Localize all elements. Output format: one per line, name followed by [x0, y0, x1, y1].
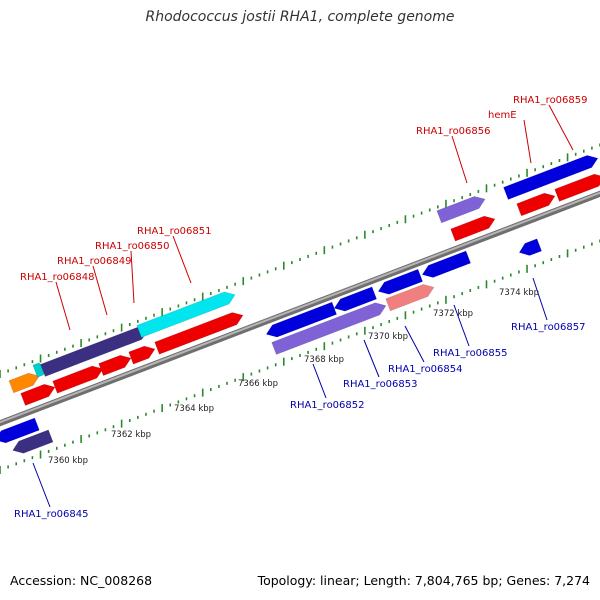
- gene-red-2: [52, 365, 104, 394]
- scale-label: 7372 kbp: [433, 309, 473, 319]
- gene-label-top: RHA1_ro06851: [137, 226, 212, 237]
- scale-label: 7374 kbp: [499, 288, 539, 298]
- leader-line: [523, 119, 532, 164]
- gene-label-top: hemE: [488, 110, 517, 121]
- gene-ro06851-cyan: [136, 291, 236, 338]
- leader-line: [312, 363, 327, 399]
- gene-red-7: [516, 192, 556, 217]
- leader-line: [404, 325, 425, 363]
- tick-rows: [0, 143, 600, 474]
- gene-ro06854-pink: [385, 284, 435, 312]
- scale-label: 7368 kbp: [304, 355, 344, 365]
- genome-title: Rhodococcus jostii RHA1, complete genome: [145, 9, 455, 25]
- topology-text: Topology: linear; Length: 7,804,765 bp; …: [257, 573, 590, 588]
- gene-ro06845-b: [12, 429, 54, 454]
- leader-line: [172, 235, 192, 284]
- gene-label-top: RHA1_ro06848: [20, 272, 95, 283]
- leader-line: [363, 339, 380, 378]
- gene-label-bottom: RHA1_ro06852: [290, 400, 365, 411]
- leader-line: [532, 277, 548, 321]
- leader-line: [451, 135, 468, 184]
- gene-label-top: RHA1_ro06856: [416, 126, 491, 137]
- gene-red-4: [128, 345, 156, 365]
- gene-red-1: [20, 383, 56, 406]
- gene-orange: [8, 372, 40, 394]
- scale-labels: 7360 kbp 7362 kbp 7364 kbp 7366 kbp 7368 kbp…: [48, 288, 539, 466]
- gene-ro06853-b: [333, 286, 377, 312]
- gene-ro06853: [271, 302, 387, 355]
- scale-label: 7362 kbp: [111, 430, 151, 440]
- chromosome-backbone: [0, 190, 600, 427]
- gene-track: [0, 155, 600, 454]
- gene-label-bottom: RHA1_ro06855: [433, 348, 508, 359]
- leader-line: [32, 462, 51, 508]
- gene-red-6: [450, 215, 496, 242]
- leader-line: [548, 104, 574, 151]
- scale-label: 7366 kbp: [238, 379, 278, 389]
- gene-ro06855: [421, 250, 471, 278]
- gene-label-bottom: RHA1_ro06854: [388, 364, 463, 375]
- gene-ro06856: [436, 196, 486, 224]
- gene-ro06859: [503, 155, 599, 200]
- label-leaders: [32, 104, 574, 508]
- gene-ro06857: [518, 238, 542, 256]
- gene-label-bottom: RHA1_ro06845: [14, 509, 89, 520]
- gene-red-5: [154, 312, 244, 355]
- scale-label: 7360 kbp: [48, 456, 88, 466]
- scale-label: 7364 kbp: [174, 404, 214, 414]
- gene-red-8: [554, 173, 600, 202]
- accession-text: Accession: NC_008268: [10, 573, 153, 588]
- leader-line: [55, 281, 71, 331]
- gene-labels: RHA1_ro06848RHA1_ro06849RHA1_ro06850RHA1…: [14, 95, 588, 520]
- gene-ro06852: [265, 301, 337, 338]
- gene-label-top: RHA1_ro06849: [57, 256, 132, 267]
- leader-line: [92, 265, 108, 316]
- gene-ro06845-a: [0, 417, 40, 444]
- gene-ro06854: [377, 268, 423, 295]
- gene-red-3: [98, 354, 132, 377]
- leader-line: [453, 304, 470, 347]
- scale-label: 7370 kbp: [368, 332, 408, 342]
- gene-label-top: RHA1_ro06859: [513, 95, 588, 106]
- gene-label-top: RHA1_ro06850: [95, 241, 170, 252]
- gene-label-bottom: RHA1_ro06857: [511, 322, 586, 333]
- leader-line: [130, 250, 135, 304]
- gene-label-bottom: RHA1_ro06853: [343, 379, 418, 390]
